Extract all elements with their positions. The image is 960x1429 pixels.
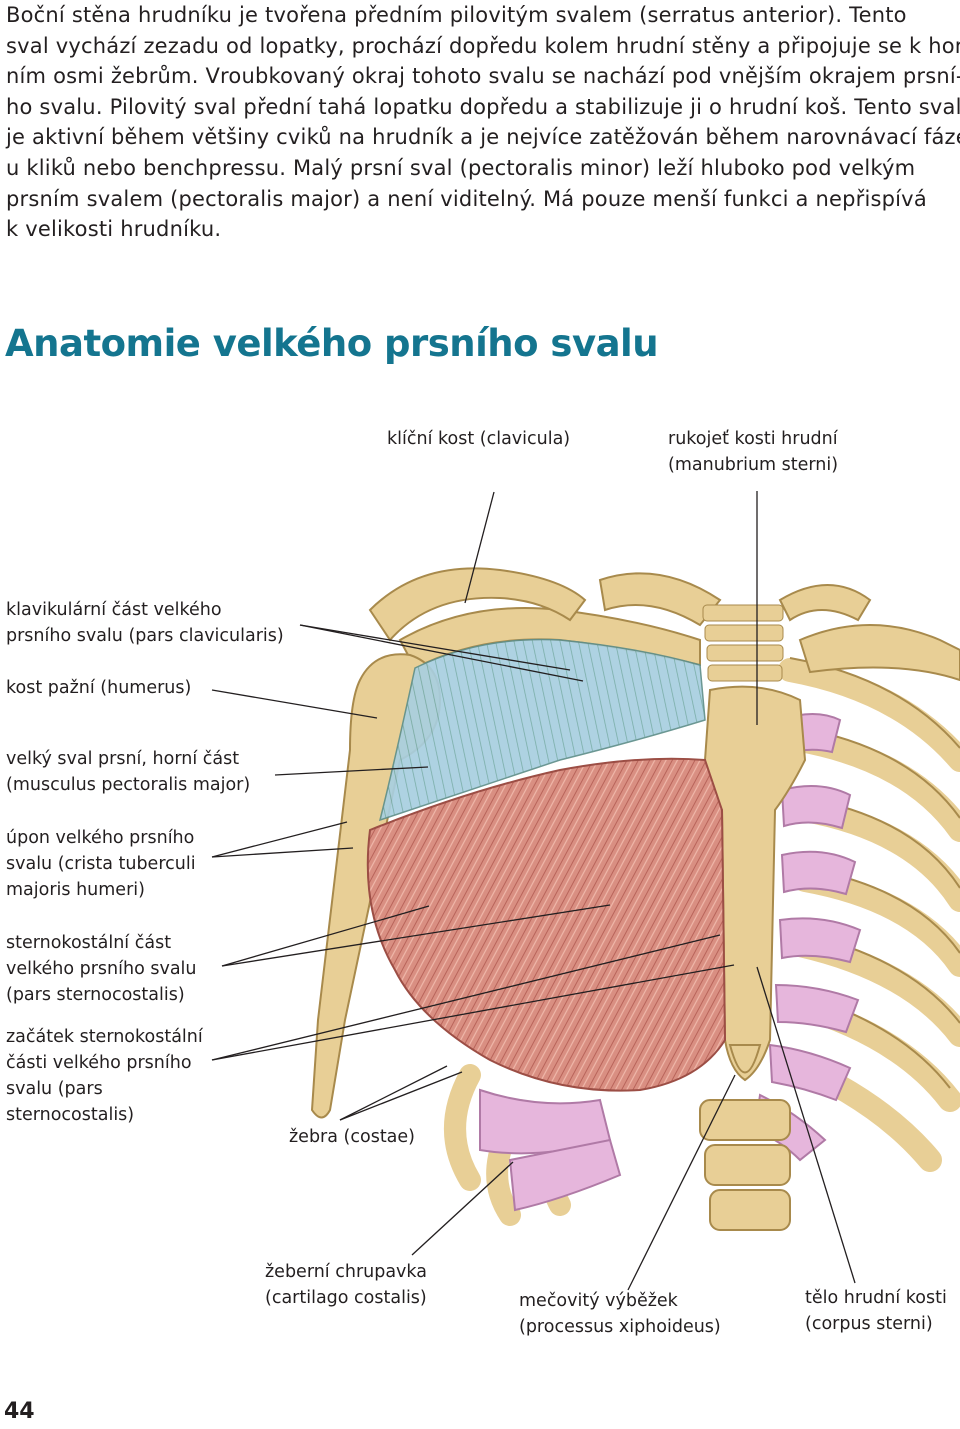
label-sternocostal-origin: začátek sternokostální části velkého prs… xyxy=(6,1027,203,1125)
label-pars-sternocostalis: sternokostální část velkého prsního sval… xyxy=(6,933,197,1005)
section-title: Anatomie velkého prsního svalu xyxy=(5,322,659,365)
label-processus-xiphoideus: mečovitý výběžek (processus xiphoideus) xyxy=(519,1291,721,1337)
first-ribs xyxy=(368,567,872,642)
cervical-spine xyxy=(702,604,784,682)
rib-cage xyxy=(444,657,960,1231)
pectoralis-clavicular-part xyxy=(378,638,706,822)
paragraph-line: prsním svalem (pectoralis major) a není … xyxy=(6,186,927,211)
label-cartilago-costalis: žeberní chrupavka (cartilago costalis) xyxy=(265,1262,427,1308)
label-humerus: kost pažní (humerus) xyxy=(6,678,192,698)
label-pars-clavicularis: klavikulární část velkého prsního svalu … xyxy=(6,600,284,646)
paragraph-line: ho svalu. Pilovitý sval přední tahá lopa… xyxy=(6,94,960,119)
label-pectoralis-major-upper: velký sval prsní, horní část (musculus p… xyxy=(6,749,251,795)
paragraph-line: Boční stěna hrudníku je tvořena předním … xyxy=(6,3,907,27)
label-corpus-sterni: tělo hrudní kosti (corpus sterni) xyxy=(805,1288,947,1334)
paragraph-line: je aktivní během většiny cviků na hrudní… xyxy=(6,125,960,150)
paragraph-line: k velikosti hrudníku. xyxy=(6,217,222,242)
paragraph-line: sval vychází zezadu od lopatky, prochází… xyxy=(6,33,960,58)
paragraph-line: ním osmi žebrům. Vroubkovaný okraj tohot… xyxy=(6,64,960,89)
label-clavicula: klíční kost (clavicula) xyxy=(387,429,571,449)
intro-paragraph: Boční stěna hrudníku je tvořena předním … xyxy=(6,0,960,245)
label-insertion: úpon velkého prsního svalu (crista tuber… xyxy=(6,828,196,900)
label-costae: žebra (costae) xyxy=(289,1127,415,1147)
pectoralis-sternocostal-part xyxy=(366,757,727,1092)
paragraph-line: u kliků nebo benchpressu. Malý prsní sva… xyxy=(6,155,916,180)
label-manubrium: rukojeť kosti hrudní (manubrium sterni) xyxy=(668,429,839,475)
leader-lines xyxy=(211,491,856,1291)
clavicle xyxy=(398,607,960,682)
page-number: 44 xyxy=(4,1399,35,1424)
